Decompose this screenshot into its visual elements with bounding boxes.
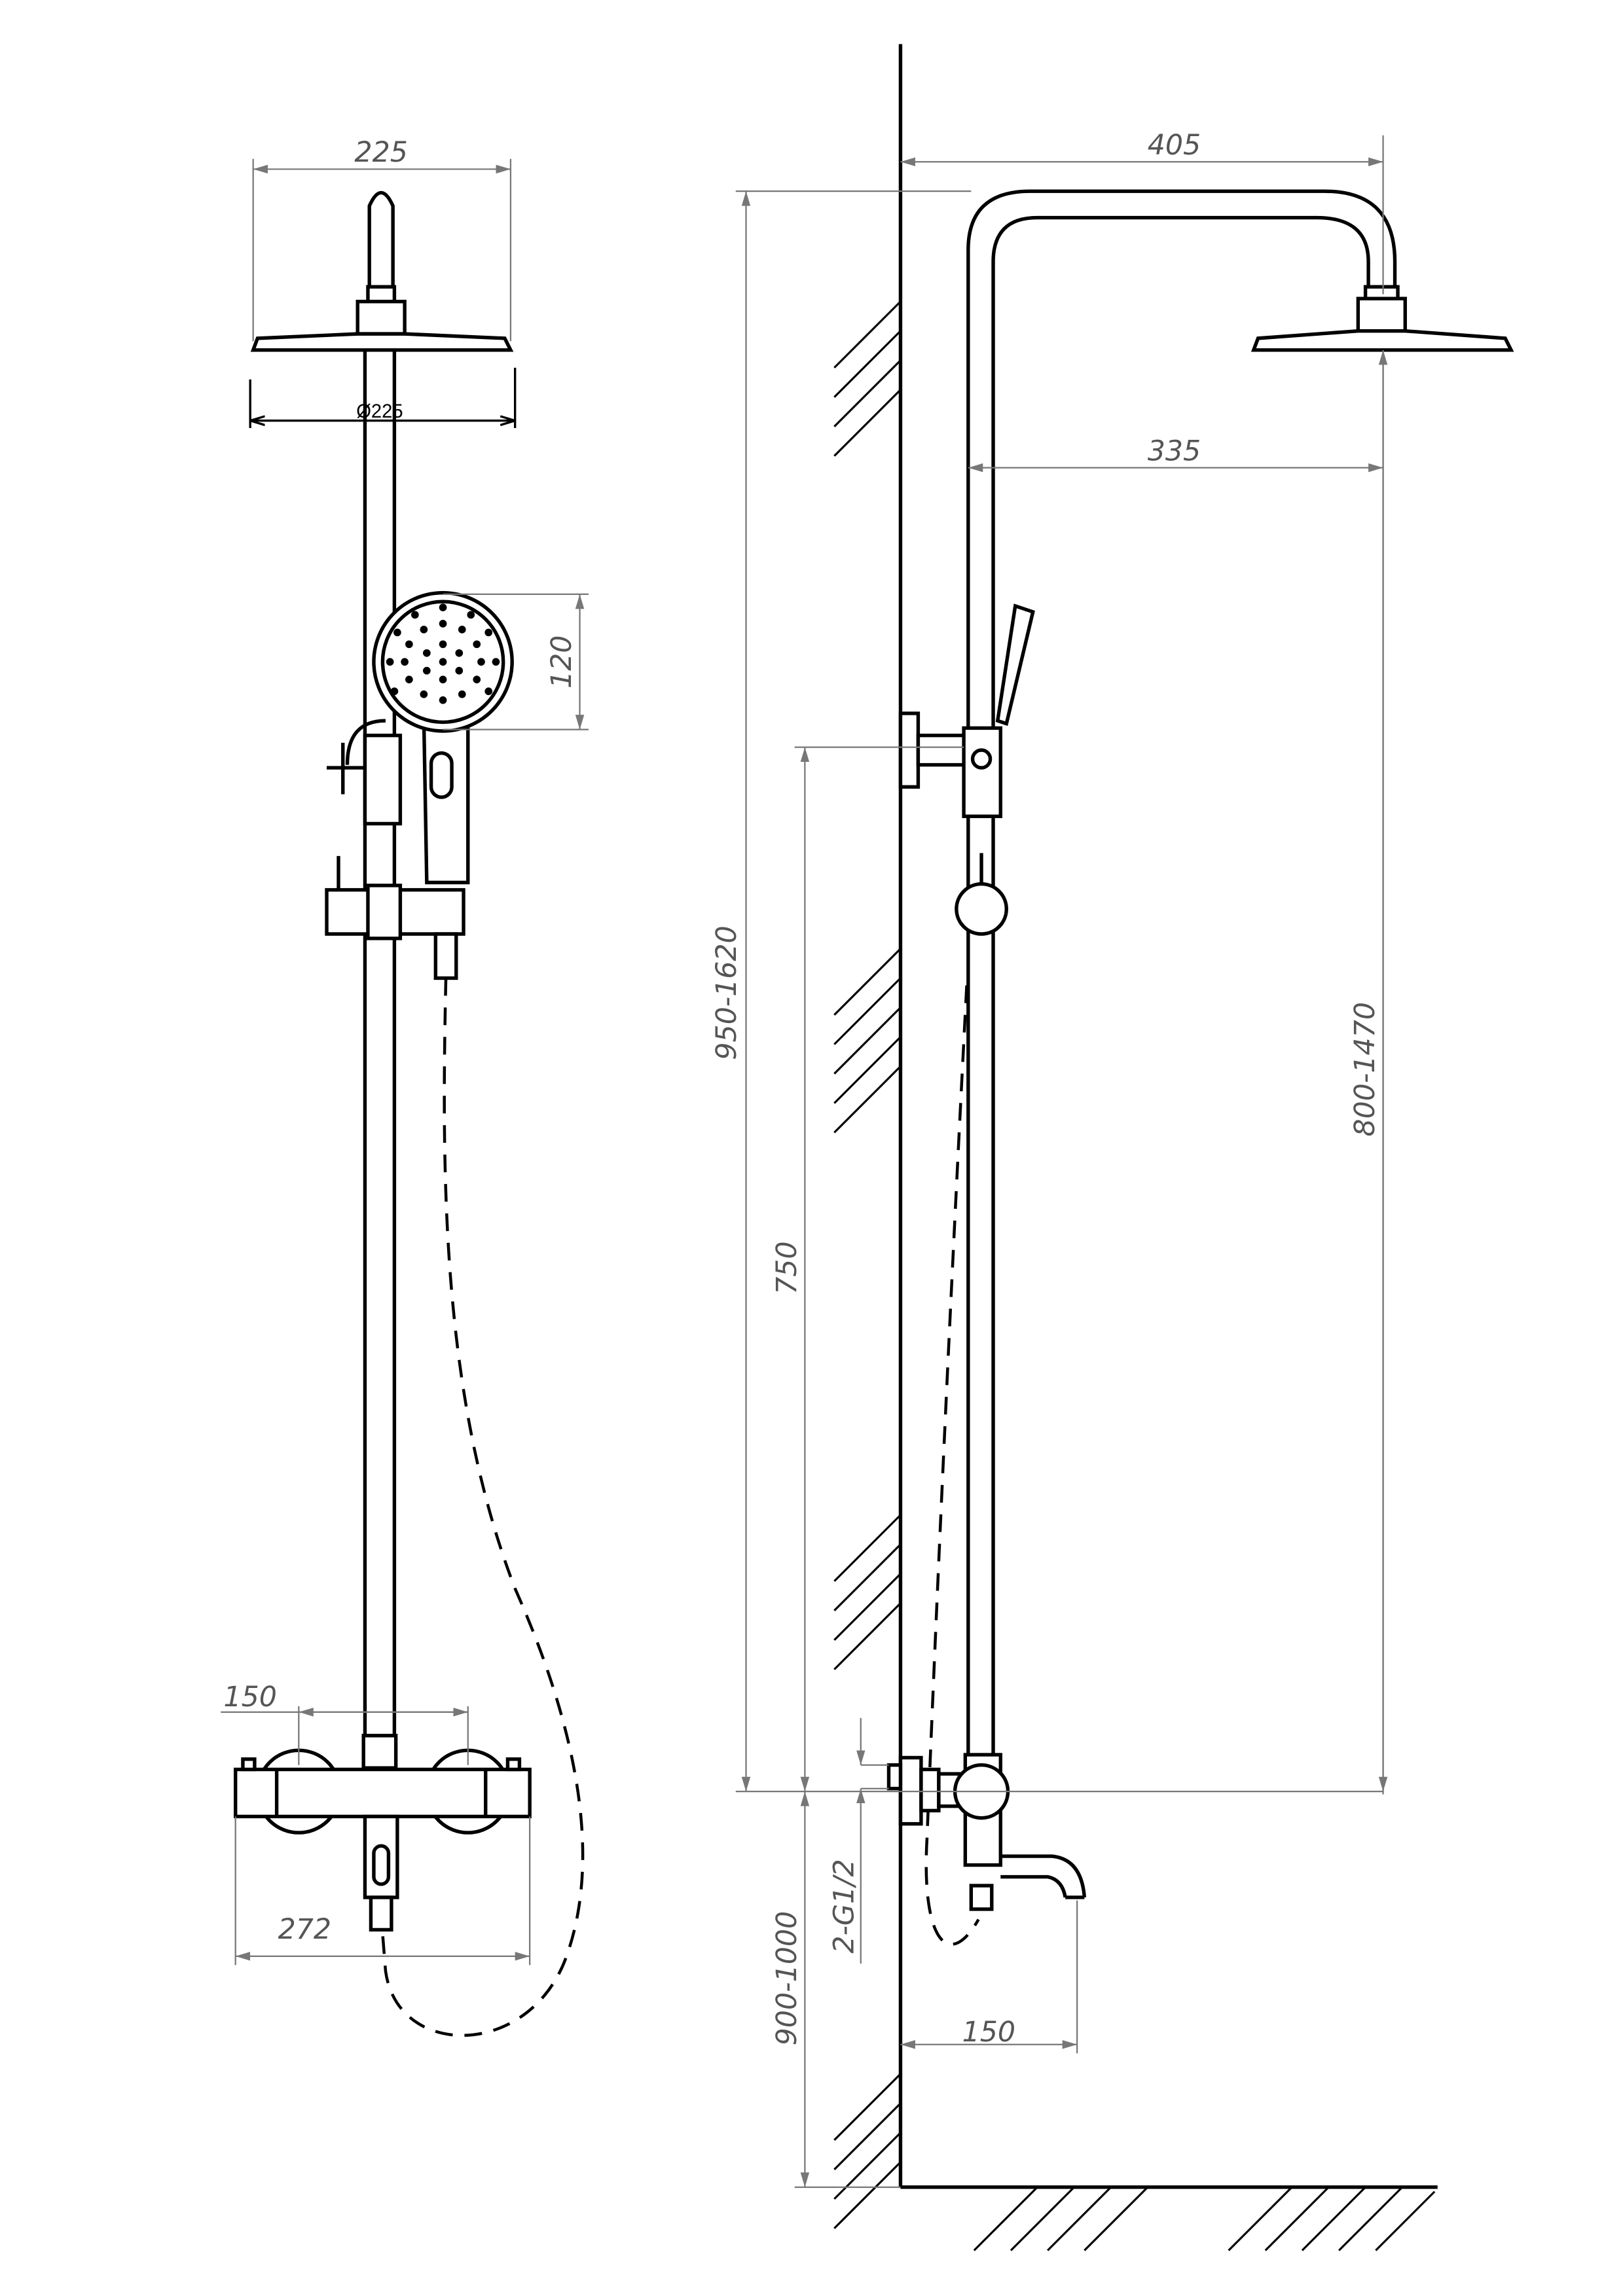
dim-total-height: 950-1620 (710, 925, 743, 1060)
dim-inlet-spacing: 150 (223, 1681, 276, 1713)
dim-holder-height: 750 (771, 1241, 803, 1294)
dim-inlet-thread: 2-G1/2 (828, 1859, 861, 1953)
dim-mixer-width: 272 (278, 1913, 331, 1946)
side-view: 405 335 950-1620 750 800-1470 900-1000 2… (710, 44, 1514, 2251)
front-view: 225 Ø225 120 150 272 (221, 136, 589, 2037)
dim-head-width: 225 (354, 136, 407, 169)
dim-mixer-height: 900-1000 (771, 1911, 803, 2046)
dim-arm-projection: 405 (1148, 129, 1201, 162)
dim-spout-projection: 150 (962, 2016, 1015, 2049)
dim-head-diameter: Ø225 (356, 401, 403, 422)
wall-hatching (833, 300, 1436, 2251)
dim-hand-shower: 120 (545, 636, 578, 689)
side-dimensions: 405 335 950-1620 750 800-1470 900-1000 2… (710, 129, 1388, 2188)
dim-head-offset: 335 (1148, 435, 1201, 467)
front-dimensions: 225 Ø225 120 150 272 (221, 136, 589, 1965)
spray-nozzles (386, 603, 500, 704)
dim-rail-height: 800-1470 (1349, 1002, 1381, 1137)
